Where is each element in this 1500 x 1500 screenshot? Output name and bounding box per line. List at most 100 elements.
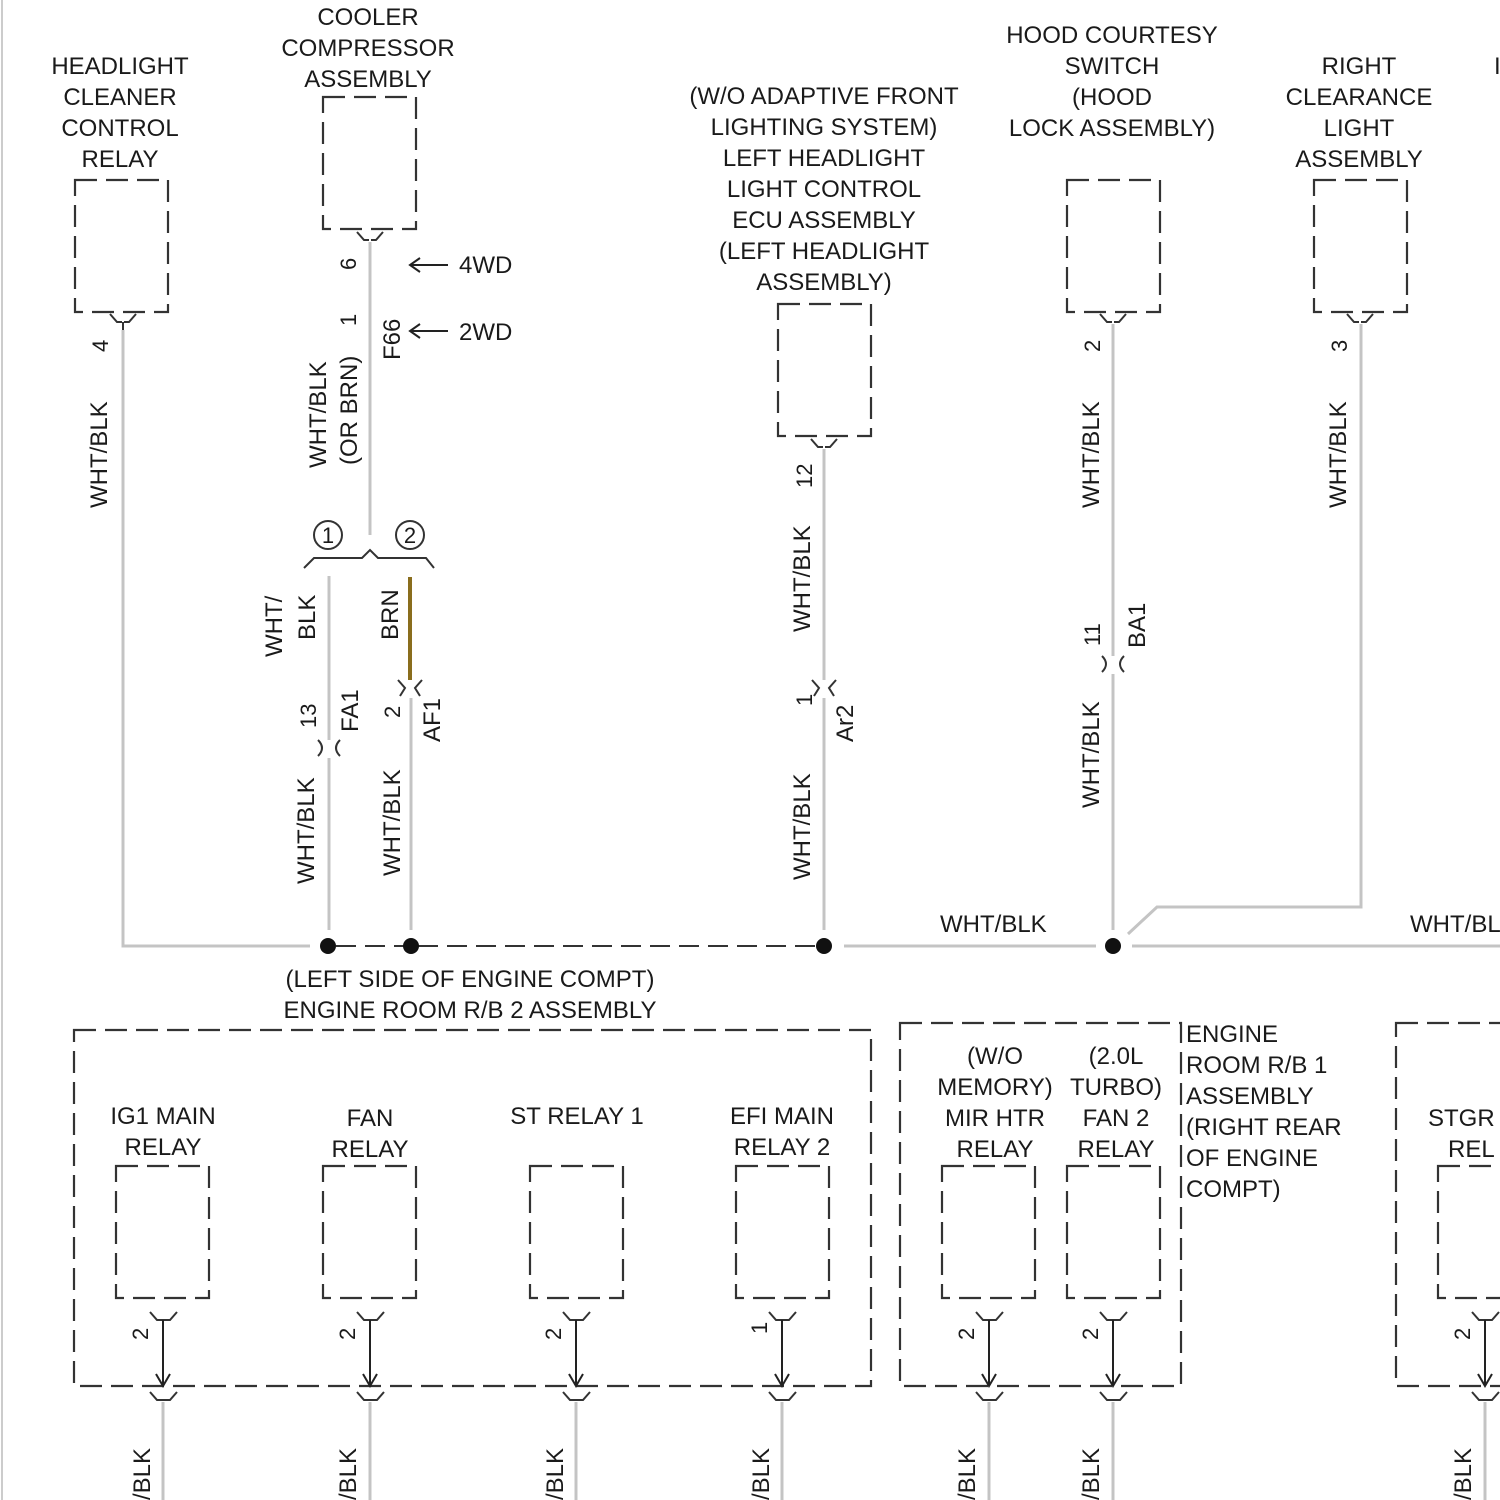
cooler-pin-1: 1 xyxy=(336,314,361,326)
relay-fan2-label-2: FAN 2 xyxy=(1083,1105,1150,1132)
wire-label-ar2-lower: WHT/BLK xyxy=(789,773,816,880)
fa1-pin-13: 13 xyxy=(296,704,321,728)
headlight-cleaner-label-3: RELAY xyxy=(82,146,159,173)
bottom-arrow-st xyxy=(569,1320,583,1386)
relay-mir-label-3: RELAY xyxy=(957,1136,1034,1163)
ecu-label-4: ECU ASSEMBLY xyxy=(732,207,916,234)
relay-fan-label-0: FAN xyxy=(347,1105,394,1132)
right-relay-pin: 2 xyxy=(1450,1328,1475,1340)
rb1-title-0: ENGINE xyxy=(1186,1021,1278,1048)
hood-label-3: LOCK ASSEMBLY) xyxy=(1009,115,1215,142)
arrow-4wd xyxy=(410,258,448,272)
option-2: 2 xyxy=(404,523,416,548)
relay-ig1-pin: 2 xyxy=(128,1328,153,1340)
splice-node-3 xyxy=(816,938,832,954)
relay-ig1-box xyxy=(116,1166,209,1298)
variant-2wd: 2WD xyxy=(459,319,512,346)
relay-st-box xyxy=(530,1166,623,1298)
wire-label-blk: BLK xyxy=(294,595,321,640)
rb2-title-1: ENGINE ROOM R/B 2 ASSEMBLY xyxy=(284,997,657,1024)
bottom-label-efi: /BLK xyxy=(748,1448,775,1500)
relay-fan2-terminal xyxy=(1100,1312,1127,1320)
wire-label-clearance: WHT/BLK xyxy=(1325,401,1352,508)
rb1-title-5: COMPT) xyxy=(1186,1176,1281,1203)
clearance-label-2: LIGHT xyxy=(1324,115,1395,142)
relay-efi-label-1: RELAY 2 xyxy=(734,1134,831,1161)
engine-room-rb2: (LEFT SIDE OF ENGINE COMPT) ENGINE ROOM … xyxy=(74,966,871,1386)
right-relay-label-0: STGR xyxy=(1428,1105,1495,1132)
connector-af1-shape xyxy=(398,680,422,696)
relay-st-pin: 2 xyxy=(541,1328,566,1340)
headlight-cleaner-label-0: HEADLIGHT xyxy=(51,53,189,80)
wire-label-bus-middle: WHT/BLK xyxy=(940,911,1047,938)
ar2-pin-1: 1 xyxy=(792,694,817,706)
bottom-arrow-efi xyxy=(775,1320,789,1386)
relay-fan-terminal xyxy=(357,1312,384,1320)
relay-st-terminal xyxy=(563,1312,590,1320)
relay-fan-box xyxy=(323,1166,416,1298)
right-relay-label-1: REL xyxy=(1448,1136,1495,1163)
rb1-title-3: (RIGHT REAR xyxy=(1186,1114,1342,1141)
cooler-wire-label-1: WHT/BLK xyxy=(305,361,332,468)
clearance-pin-3: 3 xyxy=(1327,340,1352,352)
arrow-2wd xyxy=(410,324,448,338)
right-relay-box-inner xyxy=(1438,1166,1500,1298)
relay-efi-terminal xyxy=(769,1312,796,1320)
connector-fa1-shape xyxy=(318,740,340,756)
connector-fa1: FA1 xyxy=(337,689,364,732)
hood-label-2: (HOOD xyxy=(1072,84,1152,111)
connector-ba1: BA1 xyxy=(1124,603,1151,648)
bottom-terminal-ig1 xyxy=(150,1392,177,1400)
connector-ar2: Ar2 xyxy=(832,705,859,742)
bottom-arrow-fan xyxy=(363,1320,377,1386)
relay-fan-label-1: RELAY xyxy=(332,1136,409,1163)
hood-label-1: SWITCH xyxy=(1065,53,1160,80)
cooler-pin-6: 6 xyxy=(336,258,361,270)
wire-label-ba1-lower: WHT/BLK xyxy=(1078,701,1105,808)
ba1-pin-11: 11 xyxy=(1080,623,1105,646)
hood-pin-2: 2 xyxy=(1080,340,1105,352)
relay-fan2-label-1: TURBO) xyxy=(1070,1074,1162,1101)
cooler-wire-label-2: (OR BRN) xyxy=(336,356,363,465)
relay-fan2-label-0: (2.0L xyxy=(1089,1043,1144,1070)
ecu-terminal xyxy=(811,439,837,447)
engine-room-rb1: ENGINE ROOM R/B 1 ASSEMBLY (RIGHT REAR O… xyxy=(900,1021,1342,1386)
bottom-wires: /BLK /BLK /BLK /BLK /BLK /BLK /BLK xyxy=(129,1320,1499,1500)
headlight-cleaner-relay: HEADLIGHT CLEANER CONTROL RELAY 4 xyxy=(51,53,189,352)
rb2-title-0: (LEFT SIDE OF ENGINE COMPT) xyxy=(286,966,655,993)
option-brace xyxy=(304,550,434,568)
headlight-cleaner-label-1: CLEANER xyxy=(63,84,176,111)
bottom-label-fan: /BLK xyxy=(335,1448,362,1500)
wire-label-bus-right: WHT/BL xyxy=(1410,911,1500,938)
clearance-label-3: ASSEMBLY xyxy=(1295,146,1423,173)
headlight-cleaner-box xyxy=(75,180,168,312)
wire-label-af1-lower: WHT/BLK xyxy=(379,769,406,876)
cooler-terminal xyxy=(357,232,383,240)
relay-st-label-0: ST RELAY 1 xyxy=(510,1103,643,1130)
relay-mir-terminal xyxy=(976,1312,1003,1320)
wire-label-fa1-lower: WHT/BLK xyxy=(293,777,320,884)
relay-mir-box xyxy=(942,1166,1035,1298)
wire-label-hood: WHT/BLK xyxy=(1078,401,1105,508)
bottom-arrow-ig1 xyxy=(156,1320,170,1386)
relay-efi-main-2: EFI MAIN RELAY 2 1 xyxy=(730,1103,834,1334)
relay-fan-2: (2.0L TURBO) FAN 2 RELAY 2 xyxy=(1067,1043,1162,1340)
cooler-label-2: ASSEMBLY xyxy=(304,66,432,93)
bottom-label-ig1: /BLK xyxy=(129,1448,156,1500)
bottom-terminal-mir xyxy=(976,1392,1003,1400)
relay-mir-label-1: MEMORY) xyxy=(937,1074,1053,1101)
wires-top: WHT/BLK WHT/ BLK 13 FA1 WHT/BLK BRN 2 AF… xyxy=(86,242,1500,954)
relay-mir-label-0: (W/O xyxy=(967,1043,1023,1070)
bottom-label-st: /BLK xyxy=(542,1448,569,1500)
ecu-label-2: LEFT HEADLIGHT xyxy=(723,145,926,172)
ecu-label-5: (LEFT HEADLIGHT xyxy=(719,238,930,265)
rb1-title-2: ASSEMBLY xyxy=(1186,1083,1314,1110)
bottom-arrow-mir xyxy=(982,1320,996,1386)
ecu-label-3: LIGHT CONTROL xyxy=(727,176,921,203)
relay-ig1-terminal xyxy=(150,1312,177,1320)
relay-mir-label-2: MIR HTR xyxy=(945,1105,1045,1132)
connector-af1: AF1 xyxy=(419,698,446,742)
relay-efi-pin: 1 xyxy=(747,1322,772,1334)
relay-ig1-label-0: IG1 MAIN xyxy=(110,1103,215,1130)
